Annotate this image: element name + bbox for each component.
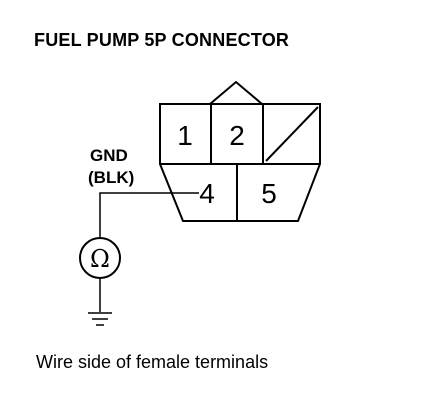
connector-lock-tab — [207, 80, 265, 105]
terminal-4-label: 4 — [199, 178, 215, 209]
diagram-title: FUEL PUMP 5P CONNECTOR — [34, 30, 290, 50]
ohmmeter-icon: Ω — [79, 237, 121, 279]
terminal-1-label: 1 — [177, 120, 193, 151]
wire-label-color: (BLK) — [88, 168, 135, 187]
terminal-2-label: 2 — [229, 120, 245, 151]
ohm-symbol: Ω — [90, 245, 110, 273]
probe-wire — [99, 192, 199, 237]
empty-cavity-mark — [265, 106, 319, 162]
diagram-caption: Wire side of female terminals — [36, 352, 269, 372]
wire-label-name: GND — [90, 146, 128, 165]
terminal-5-label: 5 — [261, 178, 277, 209]
ground-icon — [88, 312, 112, 326]
